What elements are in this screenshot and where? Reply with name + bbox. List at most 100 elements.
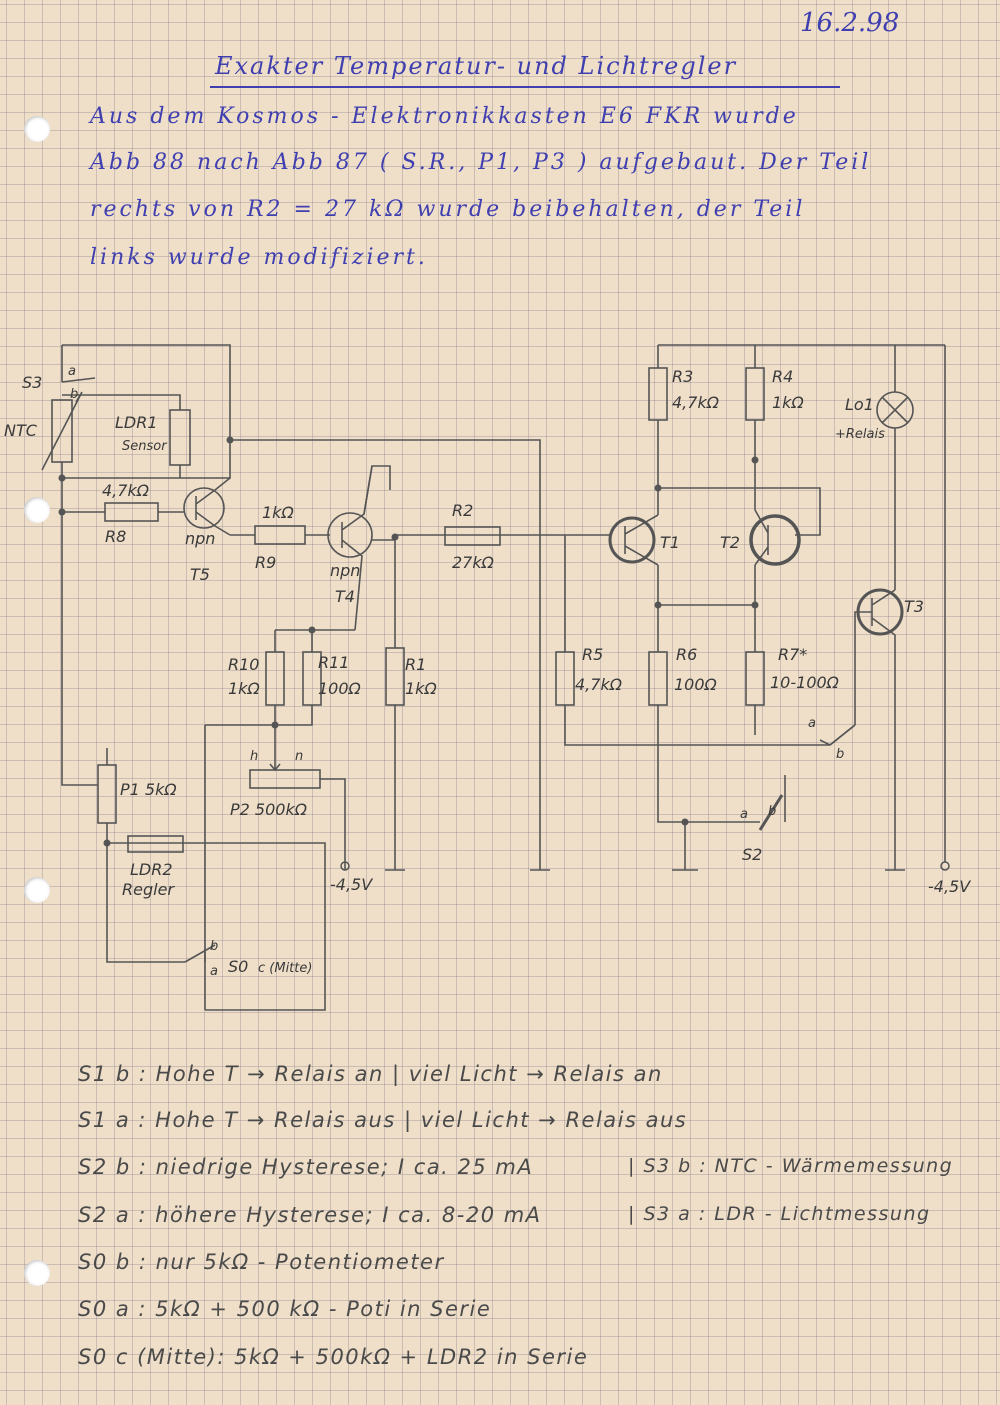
label-r1-value: 1kΩ	[405, 679, 437, 698]
wire	[107, 842, 326, 1011]
label-r8: R8	[105, 527, 126, 546]
ground-symbol	[885, 345, 946, 871]
label-r11-value: 100Ω	[318, 679, 362, 698]
wire	[320, 778, 346, 870]
wire	[61, 344, 231, 440]
t1-leads	[624, 514, 659, 566]
note-line-right: | S3 a : LDR - Lichtmessung	[628, 1203, 931, 1225]
r7-resistor	[745, 651, 765, 706]
ntc-arrow	[41, 391, 83, 471]
label-t1: T1	[660, 533, 680, 552]
wire	[363, 465, 391, 515]
t2-leads	[754, 509, 769, 566]
label-r4: R4	[772, 367, 793, 386]
label-p2-n: n	[295, 749, 303, 764]
label-ldr2: LDR2	[130, 860, 173, 879]
t2-transistor	[749, 514, 801, 566]
label-s2: S2	[742, 845, 762, 864]
t1-transistor	[608, 516, 656, 564]
label-t4: T4	[335, 587, 355, 606]
p2-potentiometer	[249, 769, 321, 789]
wire	[274, 629, 355, 726]
wire	[657, 420, 821, 536]
r5-resistor	[555, 651, 575, 706]
note-line: S0 b : nur 5kΩ - Potentiometer	[78, 1250, 445, 1274]
label-r5-value: 4,7kΩ	[575, 675, 623, 694]
s2-switch	[758, 794, 784, 831]
note-line: S0 c (Mitte): 5kΩ + 500kΩ + LDR2 in Seri…	[78, 1345, 589, 1369]
wire	[61, 512, 98, 786]
wire	[657, 344, 945, 392]
label-s3: S3	[22, 373, 42, 392]
label-ntc: NTC	[4, 421, 38, 440]
note-line: S2 a : höhere Hysterese; I ca. 8-20 mA	[78, 1203, 542, 1227]
label-r3: R3	[672, 367, 693, 386]
p2-wiper	[269, 758, 281, 772]
wire	[106, 748, 185, 963]
p1-potentiometer	[97, 764, 117, 824]
label-s2-b: b	[768, 804, 776, 819]
terminal	[340, 861, 350, 871]
punch-hole	[24, 497, 50, 523]
wire	[230, 439, 541, 870]
r9-resistor	[254, 525, 306, 545]
t3-leads	[854, 589, 896, 870]
t5-leads	[195, 477, 231, 536]
label-p2: P2 500kΩ	[230, 800, 308, 819]
label-r3-value: 4,7kΩ	[672, 393, 720, 412]
t5-transistor	[183, 487, 225, 529]
ldr2-regler	[127, 835, 184, 853]
wire	[564, 535, 830, 746]
label-ldr2-sub: Regler	[122, 880, 175, 899]
r10-resistor	[265, 651, 285, 706]
label-r8-value: 4,7kΩ	[102, 481, 150, 500]
label-lo1: Lo1	[845, 395, 874, 414]
r11-resistor	[302, 651, 322, 706]
label-r1: R1	[405, 655, 426, 674]
r4-resistor	[745, 367, 765, 421]
intro-line: links wurde modifiziert.	[90, 245, 428, 270]
label-r6: R6	[676, 645, 697, 664]
label-s0-c: c (Mitte)	[258, 961, 312, 976]
t4-transistor	[327, 512, 373, 558]
terminal	[940, 861, 950, 871]
label-s1-b: b	[836, 747, 844, 762]
label-t5-type: npn	[185, 529, 215, 548]
note-line: S0 a : 5kΩ + 500 kΩ - Poti in Serie	[78, 1297, 492, 1321]
wire	[657, 705, 856, 823]
label-s0: S0	[228, 957, 248, 976]
label-s3a: a	[68, 364, 76, 379]
punch-hole	[24, 877, 50, 903]
s1-switch	[819, 724, 856, 746]
junction-dot	[654, 484, 662, 492]
label-r7-value: 10-100Ω	[770, 673, 840, 692]
s0-switch	[184, 944, 216, 963]
label-r9-value: 1kΩ	[262, 503, 294, 522]
wire	[672, 822, 698, 871]
junction-dot	[654, 601, 662, 609]
label-p1: P1 5kΩ	[120, 780, 177, 799]
intro-line: Abb 88 nach Abb 87 ( S.R., P1, P3 ) aufg…	[90, 150, 872, 175]
wire	[204, 724, 276, 1010]
wire	[372, 534, 612, 541]
r2-resistor	[444, 526, 501, 546]
r6-resistor	[648, 651, 668, 706]
junction-dot	[308, 626, 316, 634]
label-t3: T3	[904, 597, 924, 616]
label-lo1-sub: +Relais	[835, 427, 885, 442]
junction-dot	[751, 456, 759, 464]
label-r10-value: 1kΩ	[228, 679, 260, 698]
label-r4-value: 1kΩ	[772, 393, 804, 412]
title-underline	[210, 86, 840, 88]
ldr1-sensor	[169, 409, 191, 466]
label-ldr1: LDR1	[115, 413, 158, 432]
label-r6-value: 100Ω	[674, 675, 718, 694]
label-ldr1-sub: Sensor	[122, 439, 168, 454]
intro-line: rechts von R2 = 27 kΩ wurde beibehalten,…	[90, 197, 806, 222]
label-t5: T5	[190, 565, 210, 584]
label-p2-h: h	[250, 749, 258, 764]
label-s0-a: a	[210, 964, 218, 979]
label-s0-b: b	[210, 939, 218, 954]
